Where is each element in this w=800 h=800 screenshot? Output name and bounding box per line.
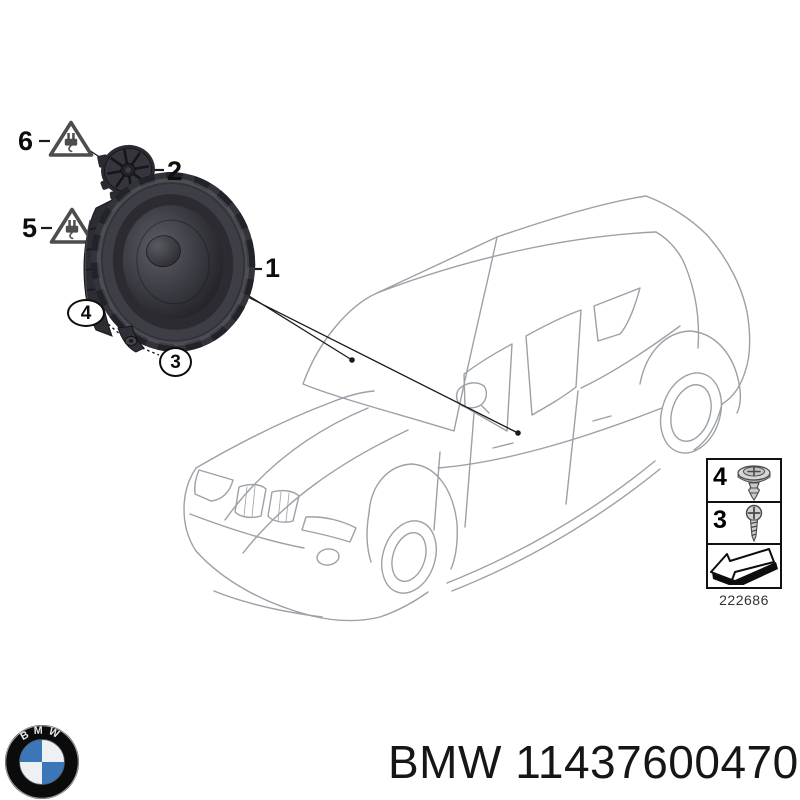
- car-headlight-right: [301, 516, 357, 543]
- car-headlight-left: [194, 469, 234, 502]
- legend-box: 4 3: [706, 458, 782, 589]
- legend-row-arrow: [708, 545, 780, 585]
- woofer-speaker-illustration: [83, 172, 256, 353]
- car-quarter-window: [593, 287, 641, 342]
- legend-row-clip: 4: [708, 460, 780, 503]
- car-kidney-grille: [234, 483, 267, 519]
- car-line-drawing: [183, 195, 751, 622]
- car-windshield: [302, 236, 498, 432]
- car-fog-light: [316, 548, 340, 566]
- warning-triangle-6: [48, 120, 94, 157]
- callout-circle-4-number: 4: [80, 302, 92, 324]
- part-title: BMW 11437600470: [388, 736, 799, 788]
- legend-screw-number: 3: [713, 506, 727, 534]
- speaker-dust-cap: [146, 235, 181, 268]
- car-rear-wheel: [659, 372, 723, 454]
- callout-label-5: 5: [22, 213, 38, 243]
- car-front-door-window: [463, 343, 513, 432]
- fitting-direction-arrow-icon: [710, 548, 778, 585]
- bmw-roundel-icon: BMW: [4, 724, 80, 800]
- legend-row-screw: 3: [708, 503, 780, 545]
- car-rear-wheel-arch: [639, 330, 742, 414]
- drawing-number: 222686: [719, 592, 769, 608]
- car-front-wheel: [381, 520, 437, 594]
- expanding-rivet-icon: [737, 465, 771, 501]
- car-front-wheel-arch: [368, 463, 458, 570]
- callout-label-1: 1: [265, 253, 281, 283]
- warning-triangle-5: [49, 207, 95, 244]
- callout-circle-3-number: 3: [170, 351, 181, 373]
- bmw-logo: BMW: [3, 723, 81, 800]
- legend-clip-number: 4: [713, 463, 727, 491]
- front-speaker-location-dot: [349, 357, 355, 363]
- callout-circle-4: 4: [67, 299, 105, 327]
- car-rear-door-window: [525, 309, 582, 416]
- callout-label-2: 2: [167, 156, 183, 186]
- callout-label-6: 6: [18, 126, 34, 156]
- callout-circle-3: 3: [159, 347, 192, 377]
- rear-speaker-location-dot: [515, 430, 521, 436]
- car-kidney-grille: [267, 489, 300, 523]
- tapping-screw-icon: [745, 504, 763, 543]
